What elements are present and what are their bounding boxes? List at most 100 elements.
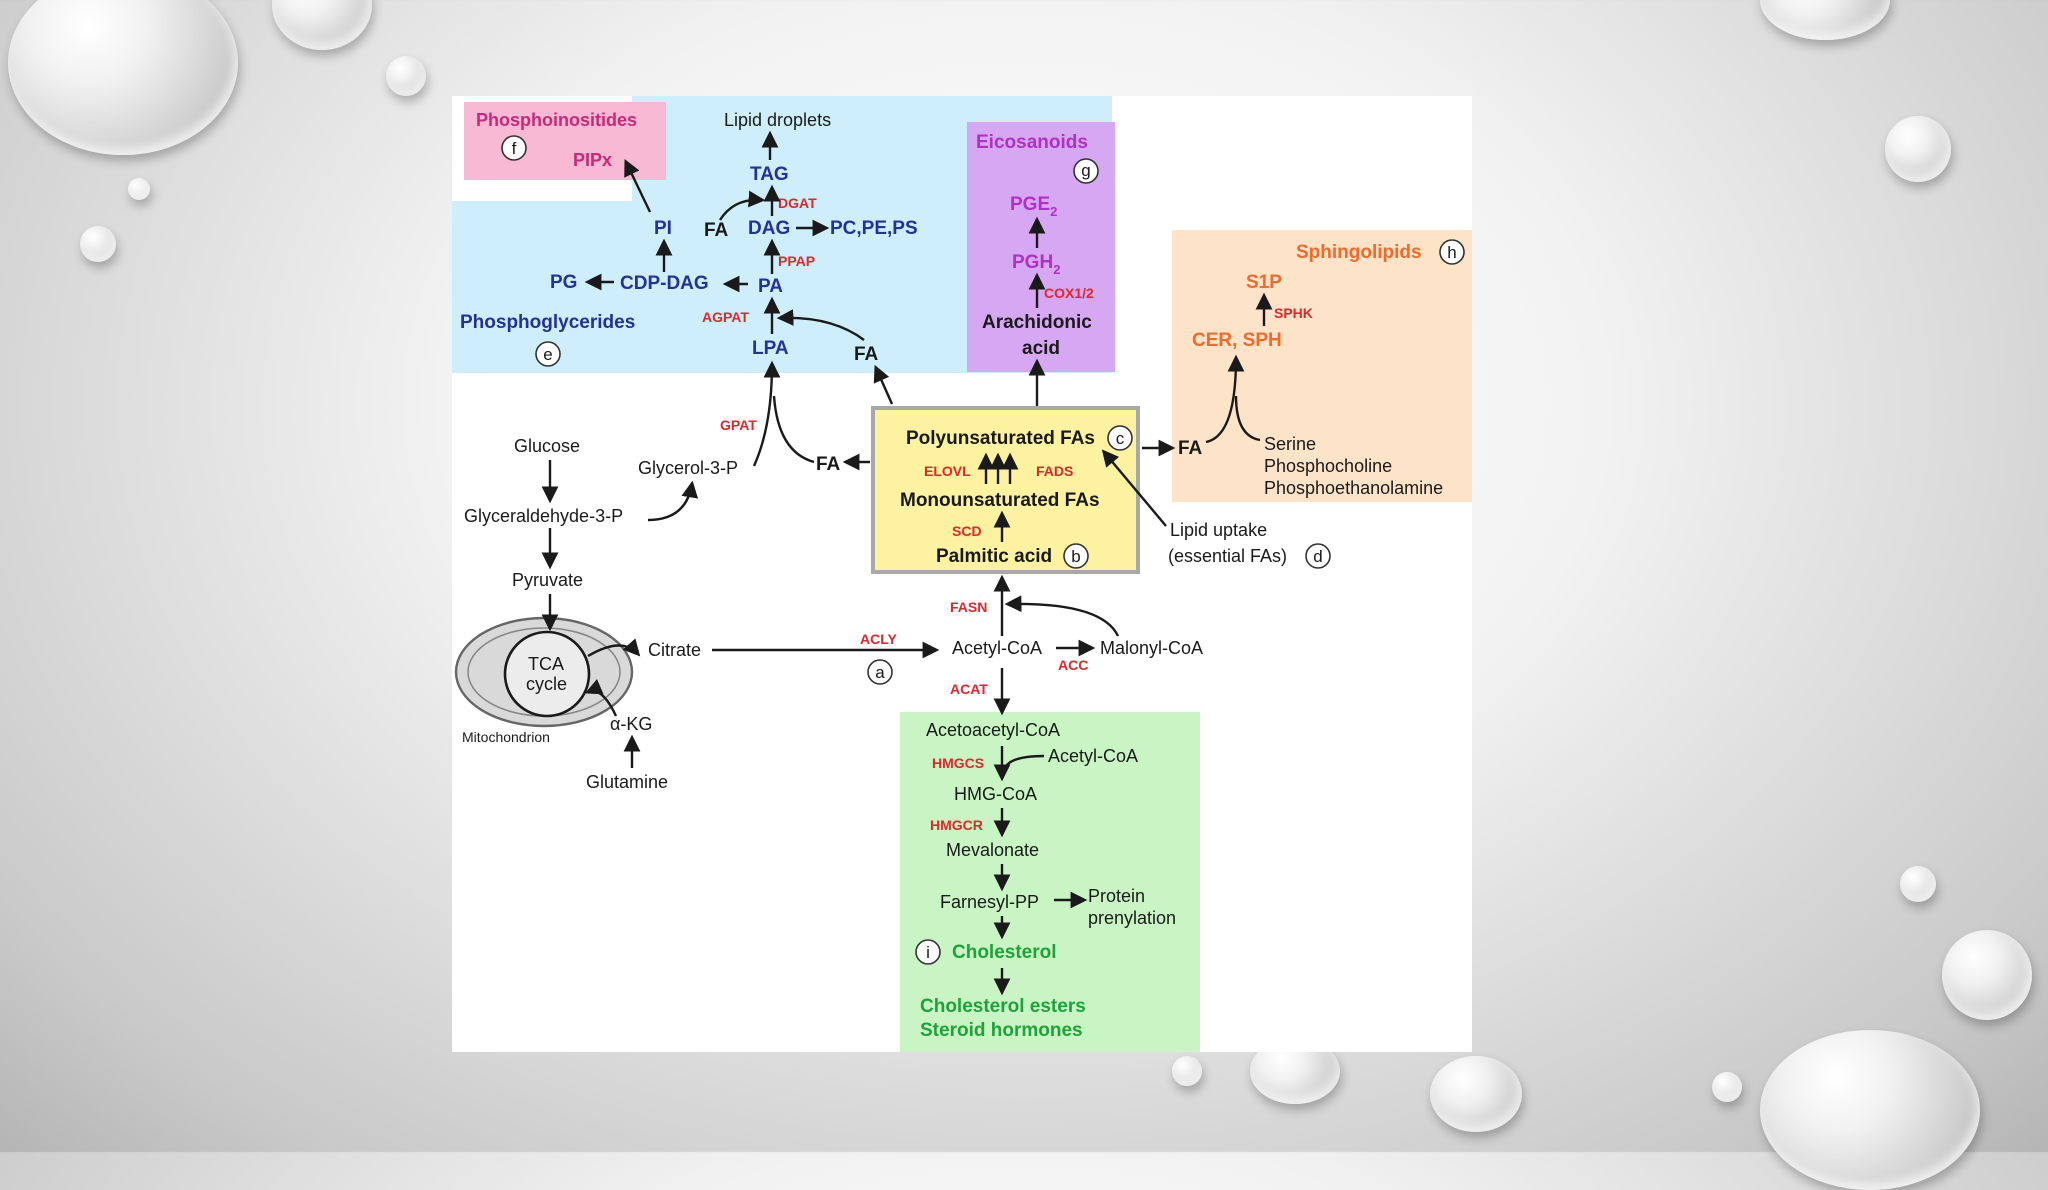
elovl-label: ELOVL [924, 463, 971, 479]
chol-acetyl-coa-label: Acetyl-CoA [1048, 746, 1138, 766]
dgat-label: DGAT [778, 195, 817, 211]
hmgcr-label: HMGCR [930, 817, 983, 833]
sphingolipids-region [1172, 230, 1472, 502]
palmitic-label: Palmitic acid [936, 546, 1052, 567]
arrow-fa-lpa [772, 395, 815, 464]
arrow-fa-cer [1205, 354, 1245, 444]
acly-label: ACLY [860, 631, 897, 647]
agpat-label: AGPAT [702, 309, 749, 325]
steroid-hormones-label: Steroid hormones [920, 1020, 1083, 1041]
marker-f-label: f [512, 139, 517, 158]
water-droplet [1430, 1056, 1522, 1132]
fasn-label: FASN [950, 599, 987, 615]
mitochondrion-label: Mitochondrion [462, 729, 550, 745]
ppap-label: PPAP [778, 253, 815, 269]
phosphoglycerides-title: Phosphoglycerides [460, 312, 635, 333]
cer-sph-label: CER, SPH [1192, 330, 1282, 351]
acc-label: ACC [1058, 657, 1088, 673]
pc-pe-ps-label: PC,PE,PS [830, 218, 918, 239]
water-droplet [128, 178, 150, 200]
water-droplet [1942, 930, 2032, 1020]
arrow-uptake-box [1101, 449, 1167, 527]
lpa-label: LPA [752, 338, 789, 359]
fatty-acid-box [871, 406, 1140, 574]
arrow-fa-pa [776, 309, 865, 341]
marker-a-label: a [875, 663, 885, 682]
water-droplet [1760, 0, 1890, 40]
marker-b-label: b [1071, 547, 1080, 566]
protein-label: Protein [1088, 886, 1145, 906]
cdp-dag-label: CDP-DAG [620, 273, 709, 294]
water-droplet [8, 0, 238, 155]
arrow-gly3p-glycerol [647, 480, 699, 522]
acetoacetyl-coa-label: Acetoacetyl-CoA [926, 720, 1060, 740]
phosphoethanolamine-label: Phosphoethanolamine [1264, 478, 1443, 498]
arrow-tca-citrate [587, 638, 641, 658]
fa-right-label: FA [854, 344, 879, 365]
arrow-glycerol-lpa [752, 360, 781, 467]
alpha-kg-label: α-KG [610, 714, 652, 734]
prenylation-label: prenylation [1088, 908, 1176, 928]
serine-label: Serine [1264, 434, 1316, 454]
pge-text: PGE [1010, 194, 1050, 215]
cholesterol-label: Cholesterol [952, 942, 1057, 963]
water-droplet [1885, 116, 1951, 182]
sphingolipids-title: Sphingolipids [1296, 242, 1422, 263]
pa-label: PA [758, 276, 783, 297]
marker-e-label: e [543, 345, 552, 364]
water-droplet [1900, 866, 1936, 902]
pg-label: PG [550, 272, 577, 293]
farnesyl-pp-label: Farnesyl-PP [940, 892, 1039, 912]
scd-label: SCD [952, 523, 982, 539]
arachidonic-label-1: Arachidonic [982, 312, 1092, 333]
marker-f [501, 135, 527, 161]
tag-label: TAG [750, 164, 789, 185]
marker-c-label: c [1116, 429, 1125, 448]
citrate-label: Citrate [648, 640, 701, 660]
eicosanoids-title: Eicosanoids [976, 132, 1088, 153]
cholesterol-region [900, 712, 1200, 1052]
pi-label: PI [654, 218, 672, 239]
water-droplet [1172, 1056, 1202, 1086]
sphk-label: SPHK [1274, 305, 1313, 321]
pge-subscript: 2 [1050, 204, 1057, 219]
water-droplet [272, 0, 372, 50]
acetyl-coa-label: Acetyl-CoA [952, 638, 1042, 658]
mevalonate-label: Mevalonate [946, 840, 1039, 860]
arrow-malonyl-fasn [1004, 595, 1120, 637]
lipid-uptake-label-2: (essential FAs) [1168, 546, 1287, 566]
pge2-label: PGE2 [1010, 194, 1057, 219]
marker-b [1063, 543, 1089, 569]
glycolysis-fa-label: FA [816, 454, 841, 475]
fa-left-label: FA [704, 220, 729, 241]
marker-g-label: g [1081, 161, 1090, 180]
arrow-fa-tag [718, 190, 766, 221]
marker-i [915, 939, 941, 965]
dag-label: DAG [748, 218, 790, 239]
tca-cycle-circle [503, 630, 591, 718]
marker-i-label: i [926, 943, 930, 962]
eicosanoids-region [967, 122, 1115, 372]
marker-d-label: d [1313, 547, 1322, 566]
arachidonic-label-2: acid [1022, 338, 1060, 359]
arrow-akg-tca [584, 678, 618, 717]
marker-d [1305, 543, 1331, 569]
marker-g [1073, 158, 1099, 184]
arrow-box-fa [873, 364, 894, 405]
arrow-serine-cer [1234, 395, 1261, 442]
marker-e [535, 341, 561, 367]
tca-label-1: TCA [528, 654, 564, 674]
cox-label: COX1/2 [1044, 285, 1094, 301]
sphingo-fa-label: FA [1178, 438, 1203, 459]
glucose-label: Glucose [514, 436, 580, 456]
water-droplet [386, 56, 426, 96]
phosphoinositides-title: Phosphoinositides [476, 110, 637, 130]
s1p-label: S1P [1246, 272, 1282, 293]
water-droplet [1712, 1072, 1742, 1102]
pufa-label: Polyunsaturated FAs [906, 428, 1095, 449]
marker-a [867, 659, 893, 685]
phosphocholine-label: Phosphocholine [1264, 456, 1392, 476]
pipx-label: PIPx [573, 150, 612, 170]
pyruvate-label: Pyruvate [512, 570, 583, 590]
diagram-svg: Phosphoinositides f PIPx Lipid droplets … [452, 96, 1472, 1052]
